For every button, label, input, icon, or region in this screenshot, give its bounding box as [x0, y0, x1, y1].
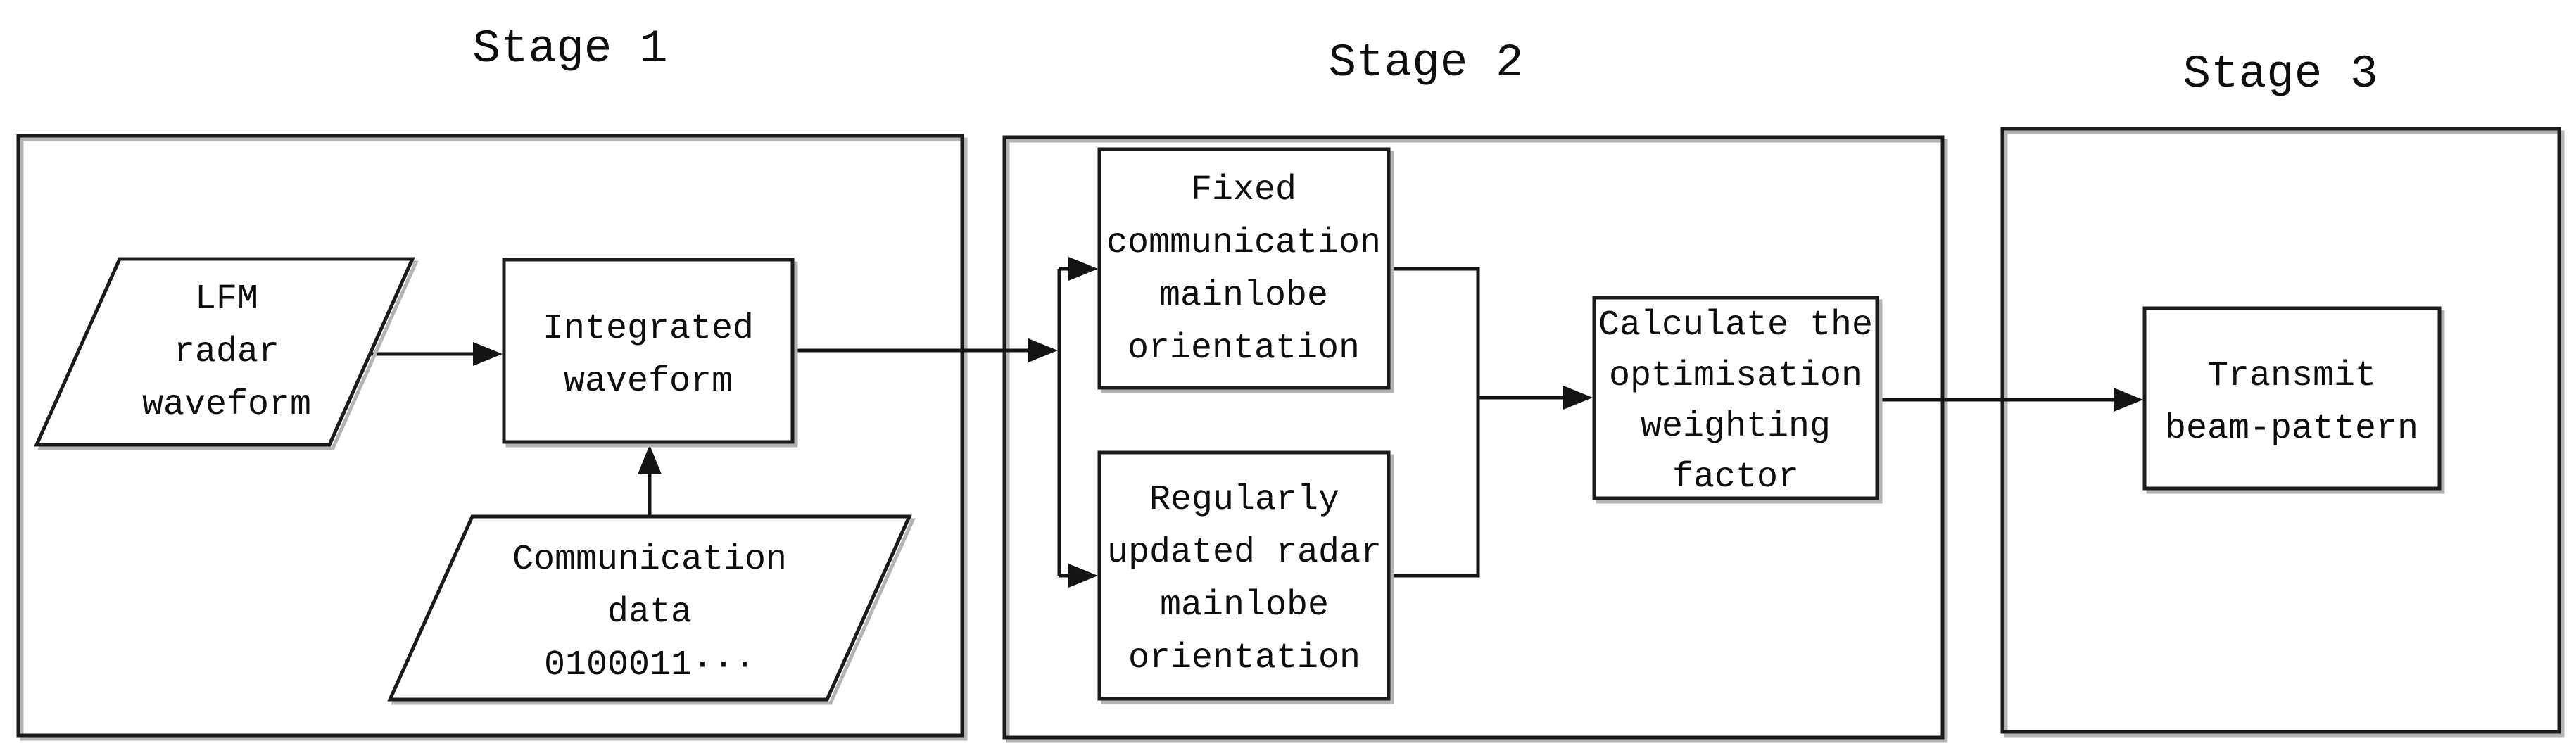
stage-3-title: Stage 3: [2183, 48, 2378, 101]
stage-2-container: [1002, 135, 1948, 743]
node-calculate-weighting-factor: Calculate the optimisation weighting fac…: [1592, 296, 1883, 504]
node-regularly-line-1: Regularly: [1149, 480, 1339, 520]
node-calculate-line-3: weighting: [1641, 407, 1831, 447]
node-transmit-line-2: beam-pattern: [2165, 409, 2418, 449]
node-communication-data: Communication data 0100011···: [387, 514, 916, 705]
arrow-merge-to-calculate: [1478, 386, 1593, 410]
node-communication-line-2: data: [607, 593, 692, 633]
node-calculate-line-1: Calculate the: [1598, 305, 1873, 346]
stage-1-container: [16, 134, 968, 741]
arrow-calculate-to-transmit: [1877, 388, 2143, 412]
arrow-integrated-to-branch: [793, 338, 1058, 362]
node-lfm-line-2: radar: [174, 332, 279, 372]
stage-3-container: [2000, 127, 2565, 738]
node-calculate-line-4: factor: [1672, 457, 1799, 498]
arrow-branch-to-regularly: [1059, 564, 1098, 588]
node-transmit-line-1: Transmit: [2207, 356, 2376, 396]
node-communication-line-1: Communication: [512, 540, 787, 580]
stage-1-title: Stage 1: [472, 23, 667, 75]
node-integrated-line-2: waveform: [564, 362, 733, 402]
node-regularly-line-2: updated radar: [1107, 533, 1382, 573]
node-fixed-line-3: mainlobe: [1159, 276, 1328, 316]
stage-2-title: Stage 2: [1328, 37, 1523, 89]
node-lfm-line-1: LFM: [195, 279, 258, 319]
node-fixed-communication-mainlobe: Fixed communication mainlobe orientation: [1097, 147, 1394, 393]
node-regularly-line-4: orientation: [1128, 638, 1360, 678]
node-transmit-beam-pattern: Transmit beam-pattern: [2142, 306, 2445, 494]
arrow-lfm-to-integrated: [370, 342, 503, 366]
node-fixed-line-4: orientation: [1128, 329, 1360, 369]
arrow-branch-to-fixed: [1059, 257, 1098, 281]
node-calculate-line-2: optimisation: [1609, 356, 1862, 396]
node-lfm-radar-waveform: LFM radar waveform: [34, 257, 419, 450]
merge-line-fixed-and-regularly: [1389, 267, 1480, 578]
node-integrated-line-1: Integrated: [543, 309, 754, 349]
arrow-communication-data-to-integrated: [638, 445, 662, 518]
node-lfm-line-3: waveform: [142, 385, 311, 425]
node-integrated-waveform: Integrated waveform: [502, 258, 798, 448]
node-communication-line-3: 0100011···: [544, 645, 755, 685]
node-regularly-updated-radar-mainlobe: Regularly updated radar mainlobe orienta…: [1097, 450, 1394, 704]
node-fixed-line-1: Fixed: [1191, 170, 1296, 210]
node-regularly-line-3: mainlobe: [1160, 586, 1329, 626]
node-fixed-line-2: communication: [1106, 223, 1381, 263]
